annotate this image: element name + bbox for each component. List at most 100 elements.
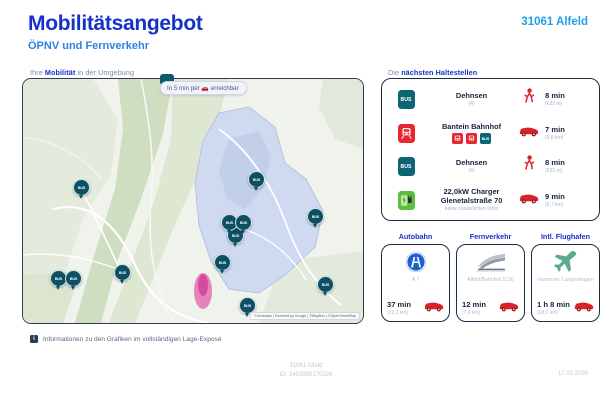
card-footer: 1 h 8 min (68,2 km) [537,299,594,317]
map-pin-label: BUS [118,270,127,275]
stop-distance: (632 m) [545,101,563,108]
map-pin-bus[interactable]: BUS [248,171,265,191]
stop-distance: (5,7 km) [545,201,564,208]
card-fernverkehr[interactable]: Alfeld/Bahnhof 2136 12 min (7,6 km) [456,244,525,322]
stop-name: Bantein Bahnhof [441,122,502,132]
card-heading-autobahn: Autobahn [398,232,433,241]
map-caption-bold: Mobilität [44,68,76,77]
card-footer: 37 min (39,2 km) [387,299,444,317]
walk-icon [519,155,539,178]
card-autobahn[interactable]: A 7 37 min (39,2 km) [381,244,450,322]
map-pin-label: BUS [77,185,86,190]
map-caption: Ihre Mobilität in der Umgebung [30,68,134,77]
card-travel-text: 1 h 8 min (68,2 km) [537,300,570,317]
nearest-stops-card: BUS Dehnsen (4) 8 min (632 m) [381,78,600,221]
walk-icon [519,88,539,111]
stop-row[interactable]: 22,0kW Charger Glenetalstraße 70 keine z… [388,184,593,218]
stop-row[interactable]: Bantein Bahnhof BUS 7 min (5,8 [388,117,593,151]
card-label-autobahn: A 7 [411,277,420,283]
connectivity-card-headings: Autobahn Fernverkehr Intl. Flughafen [381,232,600,244]
card-distance: (39,2 km) [387,310,409,316]
connectivity-cards: Autobahn Fernverkehr Intl. Flughafen A 7… [381,232,600,322]
stop-sub: (4) [468,101,475,108]
stop-row[interactable]: BUS Dehnsen (4) 8 min (632 m) [388,83,593,117]
stop-time: 9 min [545,191,565,201]
car-icon [574,299,594,317]
footer-location: 31061 Alfeld [289,363,323,369]
info-icon: i [30,335,38,343]
car-icon [499,299,519,317]
stop-travel-text: 8 min (632 m) [545,158,565,175]
card-flughafen[interactable]: Hannover, Langenhagen 1 h 8 min (68,2 km… [531,244,600,322]
train-icon [475,250,507,274]
stop-name: Dehnsen [455,158,488,168]
bus-icon-label: BUS [400,96,412,103]
stop-time: 7 min [545,124,565,134]
bus-icon-label: BUS [400,163,412,170]
stop-travel-text: 8 min (632 m) [545,91,565,108]
card-heading-fernverkehr: Fernverkehr [469,232,512,241]
stop-address: Glenetalstraße 70 [440,196,503,206]
map-pin-label: BUS [69,276,78,281]
map-origin-marker [160,74,174,85]
stop-row[interactable]: BUS Dehnsen (4) 8 min (632 m) [388,150,593,184]
ev-charger-icon [397,190,415,210]
stop-distance: (632 m) [545,168,563,175]
page-title: Mobilitätsangebot [28,12,203,35]
stop-travel: 8 min (632 m) [519,88,593,111]
footer-date: 17.03.2026 [557,371,588,377]
train-icon [397,123,415,143]
map-attribution: ©Geobasis | Powered by Google | ©MapBox … [249,312,360,320]
map-pin-label: BUS [231,233,240,238]
map-pin-label: BUS [225,220,234,225]
stop-info: Dehnsen (4) [424,158,519,175]
stop-sub: (4) [468,168,475,175]
map-pin-bus[interactable]: BUS [317,276,334,296]
location-zipcode: 31061 Alfeld [521,16,588,28]
stop-travel: 7 min (5,8 km) [519,124,593,142]
footer-id: ID: 1453899170326 [279,371,333,378]
train-badge-icon [452,133,463,145]
bus-icon: BUS [397,90,415,110]
map-pin-label: BUS [243,303,252,308]
car-icon [519,191,539,209]
stop-name: Dehnsen [455,91,488,101]
map-pin-bus[interactable]: BUS [114,264,131,284]
card-heading-flughafen: Intl. Flughafen [540,232,591,241]
card-travel-text: 12 min (7,6 km) [462,300,486,317]
map-pin-bus[interactable]: BUS [227,227,244,247]
stop-name: 22,0kW Charger [443,187,500,197]
card-time: 12 min [462,300,487,309]
stop-travel-text: 9 min (5,7 km) [545,192,565,209]
stops-caption-pre: Die [388,68,402,77]
train-badge-icon [466,133,477,145]
map-pin-bus[interactable]: BUS [65,270,82,290]
map-pin-label: BUS [218,260,227,265]
stop-travel-text: 7 min (5,8 km) [545,125,565,142]
stop-distance: (5,8 km) [545,134,564,141]
map-pin-bus[interactable]: BUS [214,254,231,274]
stop-info: Bantein Bahnhof BUS [424,122,519,145]
stop-sub: keine zusätzlichen Infos [444,206,499,213]
stop-travel: 9 min (5,7 km) [519,191,593,209]
page-header: Mobilitätsangebot ÖPNV und Fernverkehr 3… [28,12,588,58]
card-label-flughafen: Hannover, Langenhagen [537,277,594,283]
map-info-note-label: Informationen zu den Grafiken im vollstä… [43,335,222,343]
map-pin-bus[interactable]: BUS [73,179,90,199]
map-pin-bus[interactable]: BUS [239,297,256,317]
stop-travel: 8 min (632 m) [519,155,593,178]
map-pin-label: BUS [252,177,261,182]
stops-caption-bold: nächsten Haltestellen [401,68,478,77]
stop-icon-cell: BUS [388,90,424,110]
bus-icon: BUS [397,157,415,177]
map-pin-bus[interactable]: BUS [235,214,252,234]
map-pin-label: BUS [54,276,63,281]
map-pin-bus[interactable]: BUS [307,208,324,228]
stop-line-badges: BUS [424,133,519,145]
connectivity-card-row: A 7 37 min (39,2 km) Alfeld/Bahnhof 2136 [381,244,600,322]
stop-icon-cell [388,190,424,210]
bus-badge-icon: BUS [480,133,491,145]
card-travel-text: 37 min (39,2 km) [387,300,411,317]
page-subtitle: ÖPNV und Fernverkehr [28,40,150,52]
